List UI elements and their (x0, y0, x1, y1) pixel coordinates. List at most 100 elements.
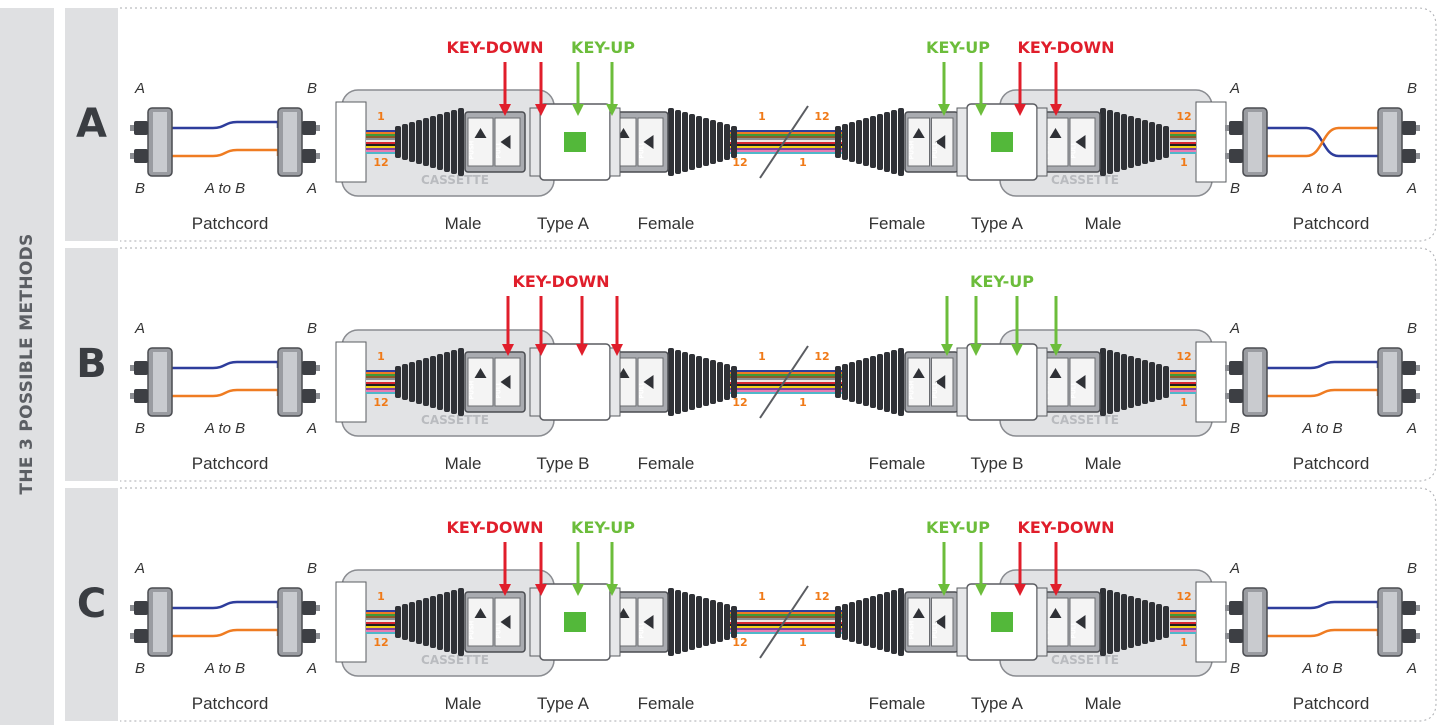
ribbon-fiber (728, 132, 842, 134)
push-arrow-icon (643, 135, 654, 149)
fiber-number: 12 (732, 396, 748, 409)
boot-rib (1142, 600, 1148, 644)
left-patchcord-bottom-left-label: B (134, 660, 146, 677)
boot-rib (1107, 590, 1113, 654)
key-arrow (1011, 296, 1023, 356)
ribbon-fiber (366, 616, 395, 618)
fiber-number: 12 (1176, 350, 1192, 363)
fiber-number: 12 (814, 590, 830, 603)
component-label: Type B (536, 454, 590, 473)
key-up-label: KEY-UP (571, 38, 635, 57)
boot-rib (870, 356, 876, 408)
fiber-orange (172, 388, 280, 398)
boot-rib (898, 588, 904, 656)
mpo-label-panel (907, 597, 930, 647)
lc-duplex-connector-icon (1377, 347, 1420, 417)
boot-rib (710, 360, 716, 404)
boot-rib (891, 350, 897, 414)
boot-rib (675, 350, 681, 414)
boot-rib (856, 360, 862, 404)
ribbon-fiber (366, 628, 395, 630)
component-label: Female (637, 214, 695, 233)
left-patchcord-top-left-label: A (134, 320, 146, 337)
lc-ferrule-housing (1402, 149, 1416, 163)
fiber-number: 1 (1180, 396, 1188, 409)
lc-duplex-connector-icon (277, 107, 320, 177)
boot-rib (689, 114, 695, 170)
adapter-flange (1036, 587, 1048, 657)
lc-ferrule-housing (134, 389, 148, 403)
key-arrow (535, 296, 547, 356)
component-label: Type B (970, 454, 1024, 473)
boot-rib (1142, 120, 1148, 164)
arrow-down-icon (572, 584, 584, 596)
adapter-flange (529, 347, 541, 417)
push-arrow-icon (643, 615, 654, 629)
fiber-number: 1 (758, 110, 766, 123)
pull-text: PULL (1071, 141, 1078, 158)
lc-body-highlight (1248, 352, 1262, 412)
boot-rib (1163, 126, 1169, 158)
ribbon-fiber (1170, 380, 1196, 382)
boot-rib (402, 604, 408, 640)
push-text: PUSH (469, 381, 476, 400)
ribbon-fiber (1170, 370, 1196, 372)
adapter-icon (966, 343, 1038, 421)
boot-rib (884, 112, 890, 172)
boot-rib (696, 356, 702, 408)
boot-rib (877, 114, 883, 170)
adapter-icon (539, 343, 611, 421)
left-patchcord-polarity-label: A to B (204, 180, 246, 197)
boot-rib (1121, 114, 1127, 170)
ribbon-fiber (366, 382, 395, 384)
ribbon-fiber (1170, 138, 1196, 140)
lc-ferrule-housing (1402, 389, 1416, 403)
boot-rib (409, 602, 415, 642)
ribbon-fiber (1170, 612, 1196, 614)
pull-arrow-icon (912, 128, 925, 138)
lc-ferrule-tip (1416, 365, 1420, 371)
right-patchcord-bottom-right-label: A (1406, 180, 1418, 197)
boot-rib (877, 594, 883, 650)
boot-rib (1135, 358, 1141, 406)
pull-arrow-icon (474, 368, 487, 378)
ribbon-fiber (1170, 622, 1196, 624)
boot-rib (689, 354, 695, 410)
lc-ferrule-tip (130, 125, 134, 131)
boot-rib (1100, 348, 1106, 416)
fiber-number: 12 (732, 636, 748, 649)
pull-arrow-icon (1049, 128, 1062, 138)
adapter-flange (609, 347, 621, 417)
lc-ferrule-tip (130, 393, 134, 399)
boot-rib (1107, 110, 1113, 174)
boot-rib (682, 592, 688, 652)
pull-text: PULL (496, 141, 503, 158)
left-patchcord-bottom-right-label: A (306, 660, 318, 677)
right-patchcord-top-left-label: A (1229, 80, 1241, 97)
boot-rib (870, 116, 876, 168)
ribbon-fiber (728, 148, 842, 150)
key-arrow (1014, 62, 1026, 116)
boot-rib (409, 122, 415, 162)
boot-rib (1128, 116, 1134, 168)
adapter-flange (529, 587, 541, 657)
fiber-number: 12 (373, 396, 389, 409)
adapter-flange (609, 587, 621, 657)
boot-rib (1128, 356, 1134, 408)
component-label: Female (868, 214, 926, 233)
ribbon-fiber (366, 624, 395, 626)
key-arrow (535, 62, 547, 116)
boot-rib (395, 606, 401, 638)
fiber-number: 12 (373, 636, 389, 649)
ribbon-fiber (1170, 616, 1196, 618)
pull-text: PULL (496, 621, 503, 638)
key-arrow (970, 296, 982, 356)
ribbon-fiber (728, 142, 842, 144)
key-arrow (1050, 62, 1062, 116)
lc-body-highlight (283, 112, 297, 172)
right-adapter (956, 103, 1048, 181)
pull-arrow-icon (474, 128, 487, 138)
ribbon-fiber (366, 144, 395, 146)
